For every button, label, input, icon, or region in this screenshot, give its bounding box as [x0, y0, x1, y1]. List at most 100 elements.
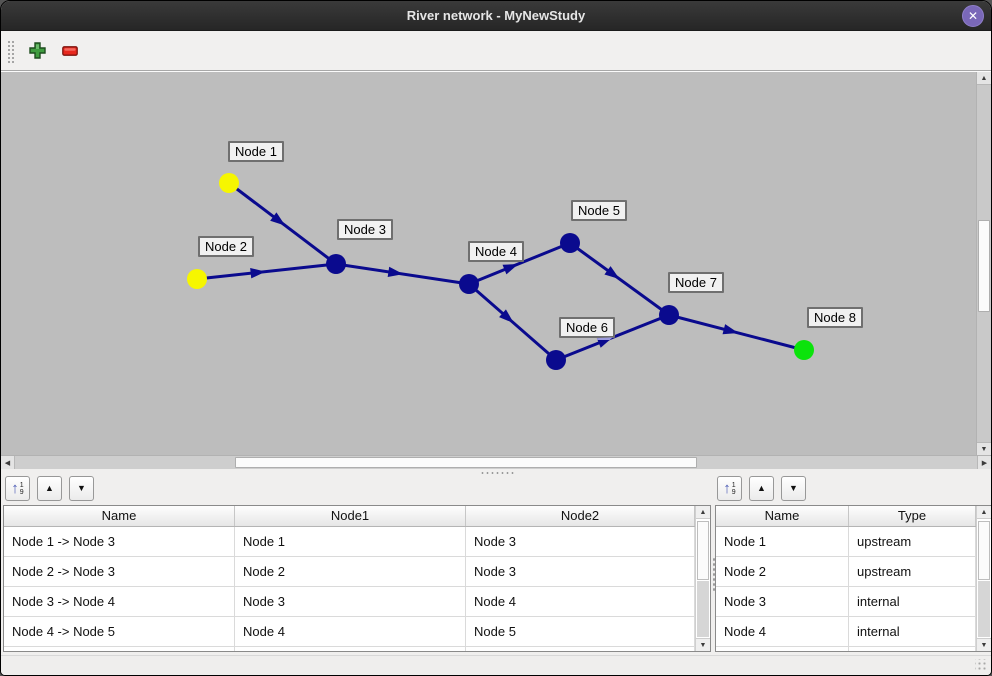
- scroll-track[interactable]: [978, 581, 990, 637]
- canvas-horizontal-scrollbar[interactable]: ◀ ▶: [1, 455, 991, 469]
- table-cell[interactable]: Node 2: [235, 557, 466, 586]
- table-cell[interactable]: Node 3: [466, 557, 695, 586]
- table-cell[interactable]: Node 2 -> Node 3: [4, 557, 235, 586]
- table-cell[interactable]: internal: [849, 587, 976, 616]
- network-node[interactable]: [459, 274, 479, 294]
- table-cell[interactable]: upstream: [849, 527, 976, 556]
- horizontal-scroll-thumb[interactable]: [235, 457, 697, 468]
- table-cell[interactable]: Node 4: [466, 587, 695, 616]
- node-label[interactable]: Node 8: [807, 307, 863, 328]
- table-cell: [849, 647, 976, 651]
- close-button[interactable]: ✕: [962, 5, 984, 27]
- node-label[interactable]: Node 4: [468, 241, 524, 262]
- node-label[interactable]: Node 5: [571, 200, 627, 221]
- network-node[interactable]: [187, 269, 207, 289]
- table-cell[interactable]: Node 3 -> Node 4: [4, 587, 235, 616]
- table-cell: [235, 647, 466, 651]
- nodes-move-up-button[interactable]: ▲: [749, 476, 774, 501]
- scroll-up-icon[interactable]: ▲: [696, 506, 710, 519]
- network-node[interactable]: [326, 254, 346, 274]
- network-node[interactable]: [219, 173, 239, 193]
- column-header[interactable]: Type: [849, 506, 976, 526]
- scroll-right-icon[interactable]: ▶: [977, 456, 991, 469]
- table-cell[interactable]: Node 2: [716, 557, 849, 586]
- table-cell[interactable]: Node 4 -> Node 5: [4, 617, 235, 646]
- table-row: [716, 647, 991, 651]
- node-label[interactable]: Node 6: [559, 317, 615, 338]
- table-cell[interactable]: Node 4: [716, 617, 849, 646]
- titlebar[interactable]: River network - MyNewStudy ✕: [1, 1, 991, 31]
- node-label[interactable]: Node 3: [337, 219, 393, 240]
- node-label[interactable]: Node 7: [668, 272, 724, 293]
- table-cell[interactable]: Node 4: [235, 617, 466, 646]
- table-cell[interactable]: Node 3: [466, 527, 695, 556]
- table-cell[interactable]: Node 1 -> Node 3: [4, 527, 235, 556]
- vertical-scroll-thumb[interactable]: [978, 220, 990, 312]
- node-label[interactable]: Node 1: [228, 141, 284, 162]
- scroll-thumb[interactable]: [978, 521, 990, 580]
- minus-icon: [62, 45, 78, 56]
- table-cell[interactable]: Node 3: [235, 587, 466, 616]
- scroll-up-icon[interactable]: ▲: [977, 72, 991, 85]
- tables-splitter[interactable]: [711, 505, 715, 652]
- network-node[interactable]: [794, 340, 814, 360]
- table-cell[interactable]: Node 5: [466, 617, 695, 646]
- splitter-grip[interactable]: [480, 471, 514, 474]
- network-canvas[interactable]: Node 1 Node 2 Node 3 Node 4 Node 5 Node 6 Node…: [1, 72, 976, 455]
- scroll-track[interactable]: [697, 581, 709, 637]
- column-header[interactable]: Node2: [466, 506, 695, 526]
- links-table-scrollbar[interactable]: ▲ ▼: [695, 506, 710, 651]
- network-node[interactable]: [560, 233, 580, 253]
- scroll-thumb[interactable]: [697, 521, 709, 580]
- pane-splitter[interactable]: [1, 469, 991, 474]
- network-node[interactable]: [546, 350, 566, 370]
- table-cell[interactable]: internal: [849, 617, 976, 646]
- toolbar-drag-handle[interactable]: [6, 38, 15, 63]
- window-title: River network - MyNewStudy: [406, 8, 586, 23]
- column-header[interactable]: Node1: [235, 506, 466, 526]
- table-cell: [4, 647, 235, 651]
- resize-grip[interactable]: [975, 659, 988, 672]
- scroll-left-icon[interactable]: ◀: [1, 456, 15, 469]
- remove-button[interactable]: [57, 38, 83, 64]
- network-edge[interactable]: [468, 241, 571, 286]
- status-bar: [1, 655, 991, 675]
- plus-icon: [28, 42, 46, 59]
- edge-arrow-icon: [387, 266, 404, 278]
- scroll-up-icon[interactable]: ▲: [977, 506, 991, 519]
- scroll-down-icon[interactable]: ▼: [696, 638, 710, 651]
- scroll-down-icon[interactable]: ▼: [977, 442, 991, 455]
- nodes-table-scrollbar[interactable]: ▲ ▼: [976, 506, 991, 651]
- splitter-grip[interactable]: [712, 557, 715, 593]
- edge-arrow-icon: [604, 266, 620, 280]
- column-header[interactable]: Name: [716, 506, 849, 526]
- column-header[interactable]: Name: [4, 506, 235, 526]
- table-cell[interactable]: Node 1: [235, 527, 466, 556]
- add-button[interactable]: [24, 38, 50, 64]
- links-move-up-button[interactable]: ▲: [37, 476, 62, 501]
- canvas-vertical-scrollbar[interactable]: ▲ ▼: [976, 72, 991, 455]
- table-cell[interactable]: Node 1: [716, 527, 849, 556]
- scroll-down-icon[interactable]: ▼: [977, 638, 991, 651]
- table-cell[interactable]: upstream: [849, 557, 976, 586]
- table-cell[interactable]: Node 3: [716, 587, 849, 616]
- network-edge[interactable]: [196, 262, 337, 281]
- node-label[interactable]: Node 2: [198, 236, 254, 257]
- network-node[interactable]: [659, 305, 679, 325]
- links-move-down-button[interactable]: ▼: [69, 476, 94, 501]
- nodes-move-down-button[interactable]: ▼: [781, 476, 806, 501]
